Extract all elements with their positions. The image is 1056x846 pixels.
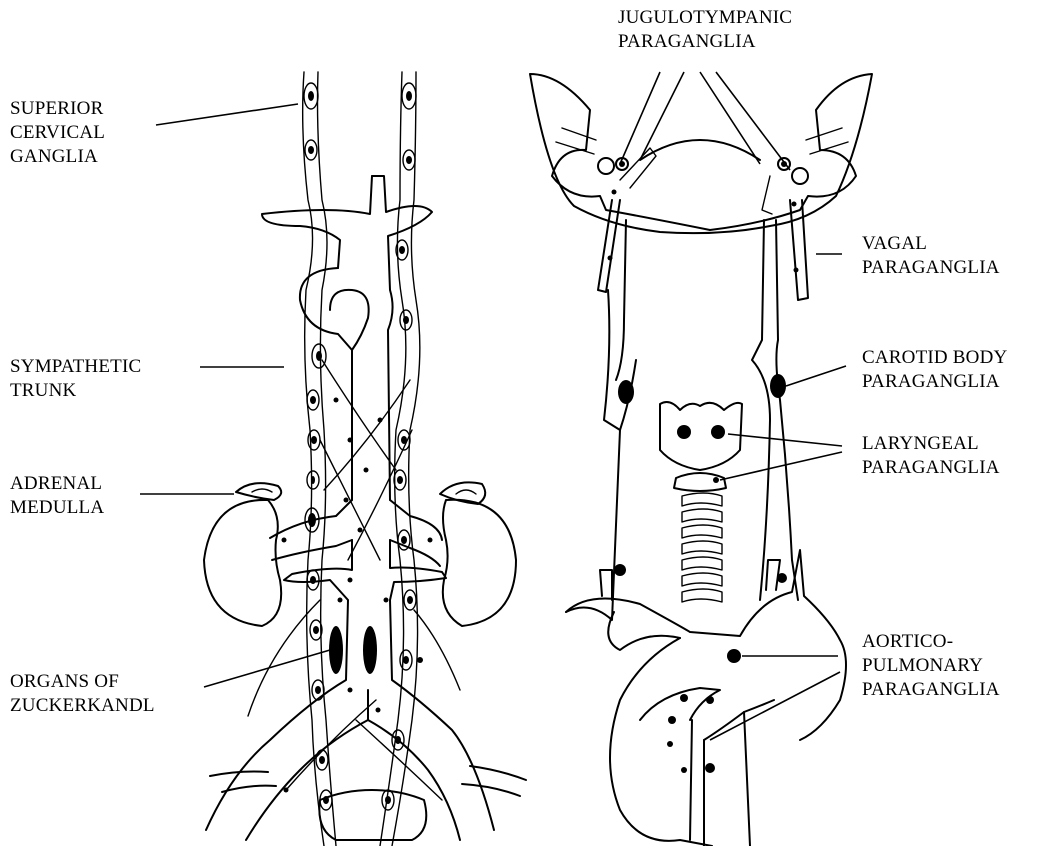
zuckerkandl-right: [363, 626, 377, 674]
sympathetic-figure: [204, 72, 526, 846]
aortico-leader-2: [710, 672, 840, 740]
left-chain-ganglia: [304, 83, 332, 810]
left-kidney: [204, 500, 281, 626]
iliac-right-inner: [368, 720, 460, 840]
left-foramen: [598, 158, 614, 174]
left-subclavian-stub: [600, 570, 612, 600]
thyroid-cartilage: [660, 402, 742, 470]
leader-lines: [140, 104, 846, 740]
right-laryngeal-paraganglion: [711, 425, 725, 439]
descending-vessels: [690, 712, 750, 846]
skull-base: [530, 74, 872, 233]
carotid-body-leader: [786, 366, 846, 386]
right-carotid-outer: [776, 220, 798, 600]
label-vagal-paraganglia: VAGAL PARAGANGLIA: [862, 232, 1000, 280]
right-adrenal-medulla: [456, 490, 476, 494]
zuckerkandl-leader: [204, 650, 330, 687]
nerve-fibre-8: [356, 720, 442, 800]
left-vagus: [598, 200, 620, 292]
label-aortico-pulmonary-paraganglia: AORTICO- PULMONARY PARAGANGLIA: [862, 630, 1000, 702]
aorta-left-wall: [262, 176, 372, 268]
head-neck-figure: [530, 72, 872, 846]
nerve-fibre-6: [414, 610, 460, 690]
left-trunk-inner: [318, 72, 337, 846]
pulmonary-trunk: [640, 688, 720, 720]
left-adrenal-medulla: [252, 489, 272, 492]
label-sympathetic-trunk: SYMPATHETIC TRUNK: [10, 355, 141, 403]
sella-arch: [640, 140, 760, 160]
nerve-fibre-4: [320, 440, 380, 560]
left-laryngeal-paraganglion: [677, 425, 691, 439]
zuckerkandl-left: [329, 626, 343, 674]
left-carotid-body: [618, 380, 634, 404]
left-jugular-ganglion: [619, 161, 625, 167]
label-adrenal-medulla: ADRENAL MEDULLA: [10, 472, 104, 520]
right-chain-ganglia: [382, 83, 416, 810]
laryngeal-leader-2: [720, 452, 842, 480]
cricoid-dot: [713, 477, 719, 483]
label-laryngeal-paraganglia: LARYNGEAL PARAGANGLIA: [862, 432, 1000, 480]
label-organs-of-zuckerkandl: ORGANS OF ZUCKERKANDL: [10, 670, 155, 718]
arch-inner: [330, 290, 369, 350]
left-carotid-inner: [616, 220, 626, 380]
right-carotid-inner: [752, 220, 770, 600]
left-renal-vessel-lower: [272, 540, 352, 560]
label-jugulotympanic-paraganglia: JUGULOTYMPANIC PARAGANGLIA: [618, 6, 792, 54]
right-foramen: [792, 168, 808, 184]
nerve-fibre-5: [248, 600, 320, 716]
aortic-arch-inner: [610, 638, 712, 846]
right-carotid-body: [770, 374, 786, 398]
label-superior-cervical-ganglia: SUPERIOR CERVICAL GANGLIA: [10, 97, 105, 169]
aortico-pulmonary-bodies: [608, 190, 799, 774]
lower-aorta-left: [206, 540, 352, 830]
subclavian-stub: [766, 560, 780, 590]
label-carotid-body-paraganglia: CAROTID BODY PARAGANGLIA: [862, 346, 1007, 394]
trachea-rings: [682, 493, 722, 602]
iliac-branch-right-2: [462, 784, 520, 796]
left-adrenal: [236, 483, 281, 500]
iliac-left-inner: [246, 690, 368, 840]
superior-cervical-leader: [156, 104, 298, 125]
aortic-arch-outer: [566, 550, 846, 740]
pulmonary-branch: [704, 700, 774, 740]
jugulotympanic-leaders: [620, 72, 790, 170]
right-nerve-stub: [762, 176, 772, 214]
right-kidney: [443, 500, 516, 626]
